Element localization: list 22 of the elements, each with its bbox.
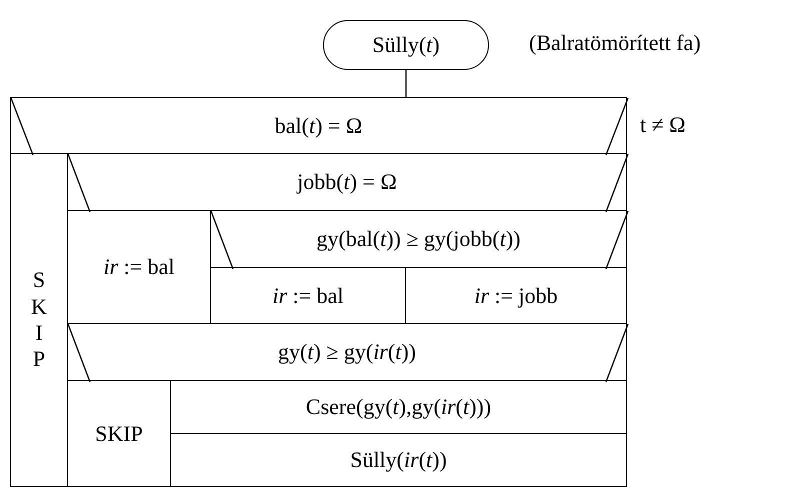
start-terminal bbox=[323, 20, 489, 70]
condition-cell bbox=[210, 210, 627, 268]
precondition-text: t ≠ Ω bbox=[640, 112, 686, 138]
statement-text: ir := bal bbox=[272, 282, 344, 308]
statement-text: SKIP bbox=[95, 420, 143, 446]
condition-text: jobb(t) = Ω bbox=[297, 169, 397, 195]
skip-text: SKIP bbox=[30, 267, 48, 373]
condition-cell bbox=[67, 323, 627, 381]
condition-text: bal(t) = Ω bbox=[274, 112, 362, 138]
statement-text: ir := jobb bbox=[474, 282, 558, 308]
terminal-text: Sülly(t) bbox=[372, 32, 440, 58]
statement-text: ir := bal bbox=[103, 254, 175, 280]
statement-cell bbox=[170, 433, 627, 487]
connector-line bbox=[405, 70, 407, 97]
statement-text: Csere(gy(t),gy(ir(t))) bbox=[306, 394, 492, 420]
annotation-text: (Balratömörített fa) bbox=[529, 30, 701, 56]
skip-column bbox=[10, 153, 68, 487]
condition-text: gy(t) ≥ gy(ir(t)) bbox=[278, 339, 416, 365]
condition-cell bbox=[67, 153, 627, 211]
condition-cell bbox=[10, 97, 627, 154]
condition-text: gy(bal(t)) ≥ gy(jobb(t)) bbox=[316, 226, 520, 252]
statement-text: Sülly(ir(t)) bbox=[350, 447, 447, 473]
